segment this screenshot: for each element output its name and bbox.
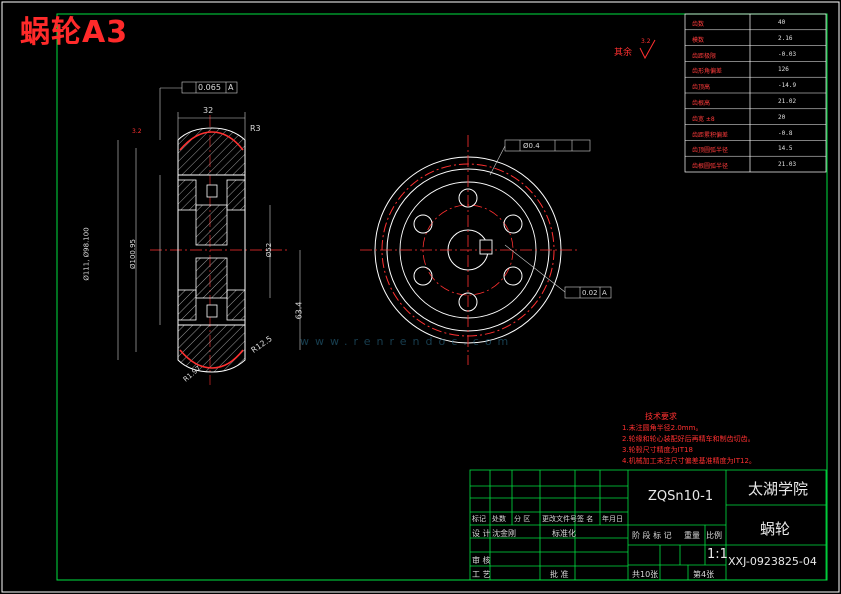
- width-dimension: 32: [203, 106, 214, 115]
- parameter-value: 21.02: [778, 97, 797, 105]
- stage-label: 阶 段 标 记: [632, 531, 672, 540]
- tech-heading: 技术要求: [645, 412, 677, 421]
- watermark: www.renrendoc.com: [300, 335, 515, 348]
- parameter-value: -14.9: [778, 82, 797, 90]
- roughness-symbol: [639, 39, 656, 60]
- approve-label: 批 准: [550, 570, 569, 579]
- section-view: [117, 81, 301, 385]
- front-view: [360, 135, 612, 365]
- parameter-value: 21.03: [778, 161, 797, 169]
- flatness-tolerance: 0.02: [582, 289, 598, 297]
- flatness-datum: A: [602, 289, 607, 297]
- parameter-name: 齿根圆弧半径: [692, 163, 729, 171]
- radius-top: R3: [250, 124, 261, 133]
- material: ZQSn10-1: [648, 489, 714, 504]
- designer-name: 沈金刚: [492, 529, 516, 538]
- parameter-value: 20: [778, 113, 786, 121]
- position-tolerance: Ø0.4: [523, 142, 540, 150]
- stage-label: 重量: [684, 531, 700, 540]
- parameter-value: 14.5: [778, 145, 793, 153]
- runout-tolerance: 0.065: [198, 83, 221, 92]
- standardize-label: 标准化: [552, 529, 576, 538]
- process-label: 工 艺: [472, 570, 491, 579]
- parameter-name: 齿距极限: [692, 52, 717, 60]
- title-block-header: 年月日: [602, 515, 623, 523]
- center-distance: 63.4: [294, 301, 304, 320]
- tech-requirement-item: 2.轮缘和轮心装配好后再精车和制齿切齿。: [622, 435, 755, 443]
- title-block-grid: [469, 469, 827, 581]
- runout-datum: A: [228, 83, 234, 92]
- school-name: 太湖学院: [748, 480, 809, 498]
- sheet-number: 第4张: [693, 570, 715, 579]
- parameter-name: 齿顶圆弧半径: [692, 147, 729, 155]
- review-label: 审 核: [472, 556, 491, 565]
- sheets-total: 共10张: [632, 570, 659, 579]
- title-block-header: 处数: [492, 515, 506, 523]
- stage-label: 比例: [706, 531, 722, 540]
- parameter-name: 模数: [692, 36, 705, 44]
- title-block-header: 标记: [472, 515, 486, 523]
- parameter-name: 齿根高: [692, 99, 711, 107]
- tech-requirement-item: 4.机械加工未注尺寸偏差基准精度为IT12。: [622, 457, 756, 465]
- dia-outer: Ø111, Ø98.100: [82, 227, 91, 281]
- sheet-title: 蜗轮A3: [20, 15, 129, 50]
- parameter-value: -0.8: [778, 129, 793, 137]
- parameter-name: 齿形角偏差: [692, 68, 723, 76]
- design-label: 设 计: [472, 529, 491, 538]
- parameter-value: 126: [778, 66, 789, 74]
- title-block-header: 分 区: [514, 515, 531, 523]
- dia-mid: Ø100.95: [129, 238, 138, 270]
- drawing-number: XXJ-0923825-04: [728, 555, 817, 568]
- inner-border: [56, 13, 828, 581]
- roughness-left: 3.2: [132, 128, 142, 135]
- scale: 1:1: [707, 547, 728, 562]
- parameter-table-rows: [685, 29, 826, 157]
- parameter-name: 齿顶高: [692, 84, 711, 92]
- parameter-name: 齿距累积偏差: [692, 131, 729, 139]
- parameter-name: 齿宽 ±8: [692, 115, 715, 123]
- dia-hub: Ø52: [265, 242, 274, 258]
- tech-requirement-item: 1.未注圆角半径2.0mm。: [622, 424, 703, 432]
- title-block-header: 签 名: [577, 515, 594, 523]
- parameter-value: -0.03: [778, 50, 797, 58]
- surplus-rough-value: 3.2: [641, 38, 651, 45]
- surplus-note: 其余: [614, 48, 633, 58]
- parameter-value: 40: [778, 18, 786, 26]
- title-block-header: 更改文件号: [542, 515, 577, 523]
- tech-requirement-item: 3.轮毂尺寸精度为IT18: [622, 446, 693, 454]
- parameter-value: 2.16: [778, 34, 793, 42]
- part-name: 蜗轮: [760, 520, 791, 538]
- parameter-name: 齿数: [692, 20, 705, 28]
